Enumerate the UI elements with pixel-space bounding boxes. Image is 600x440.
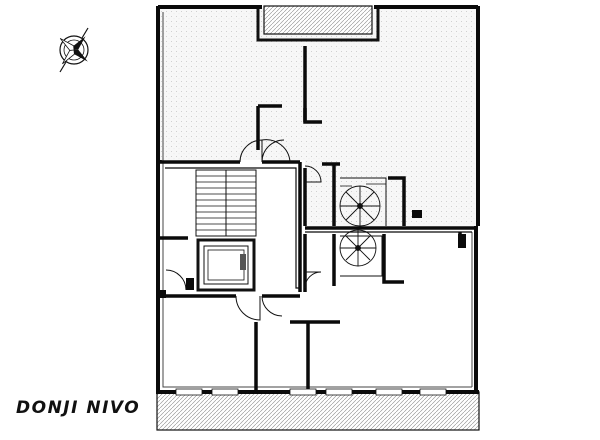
- spiral-stair-lower: [339, 229, 383, 277]
- compass-rose-icon: [59, 27, 89, 73]
- elevator-shaft: [196, 238, 256, 292]
- level-label: DONJI NIVO: [16, 398, 141, 418]
- spiral-stair-upper: [339, 177, 387, 227]
- door-swings: [165, 139, 322, 321]
- windows: [175, 388, 447, 396]
- straight-stair: [195, 169, 257, 237]
- wall-stubs: [160, 210, 466, 298]
- north-balcony: [256, 5, 380, 42]
- south-terrace: [156, 391, 480, 431]
- interior-walls: [158, 46, 476, 392]
- outer-walls: [156, 5, 480, 394]
